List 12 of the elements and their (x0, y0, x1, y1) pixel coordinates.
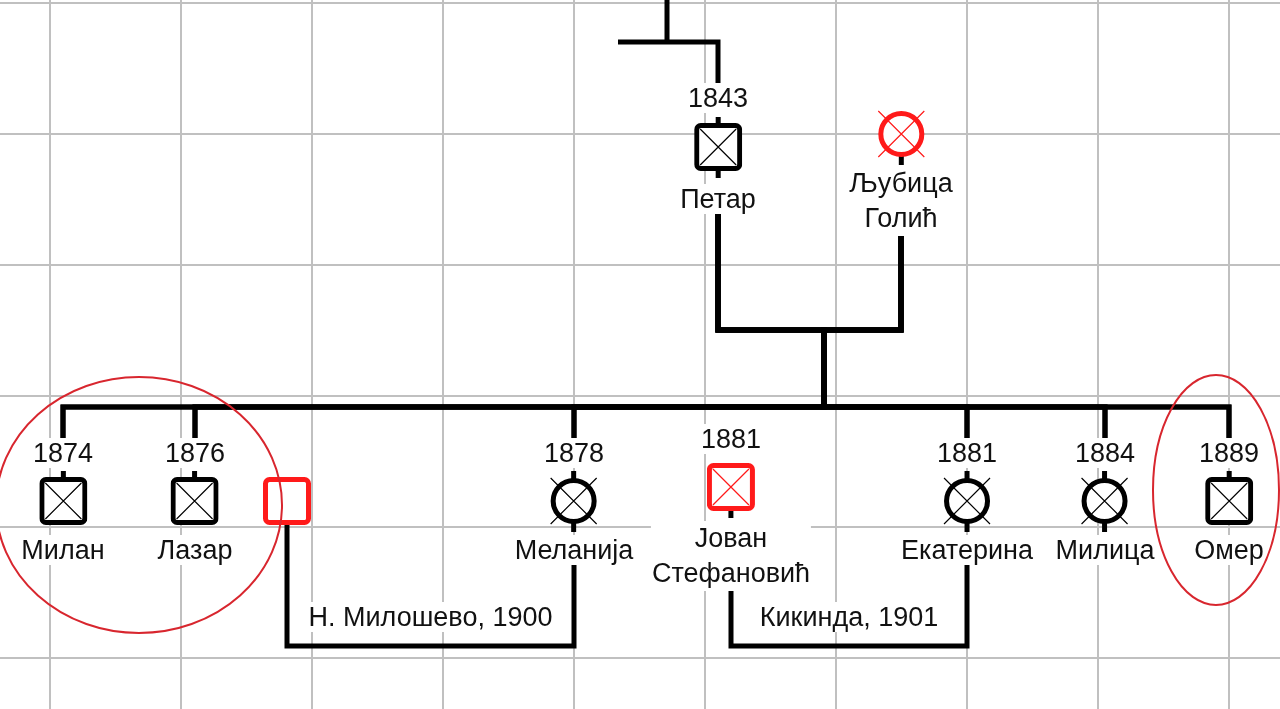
person-name: Јован Стефановић (650, 521, 812, 591)
person-name: Екатерина (900, 535, 1034, 565)
person-name: Меланија (513, 535, 635, 565)
person-name: Омер (1193, 535, 1265, 565)
square-icon (263, 477, 311, 525)
connector-line (284, 525, 577, 649)
person-name: Милан (20, 535, 106, 565)
person-name: Милица (1054, 535, 1156, 565)
person-name: Лазар (156, 535, 234, 565)
person-name: Петар (679, 184, 757, 214)
connector-line (615, 0, 721, 86)
connector-line (728, 565, 970, 649)
